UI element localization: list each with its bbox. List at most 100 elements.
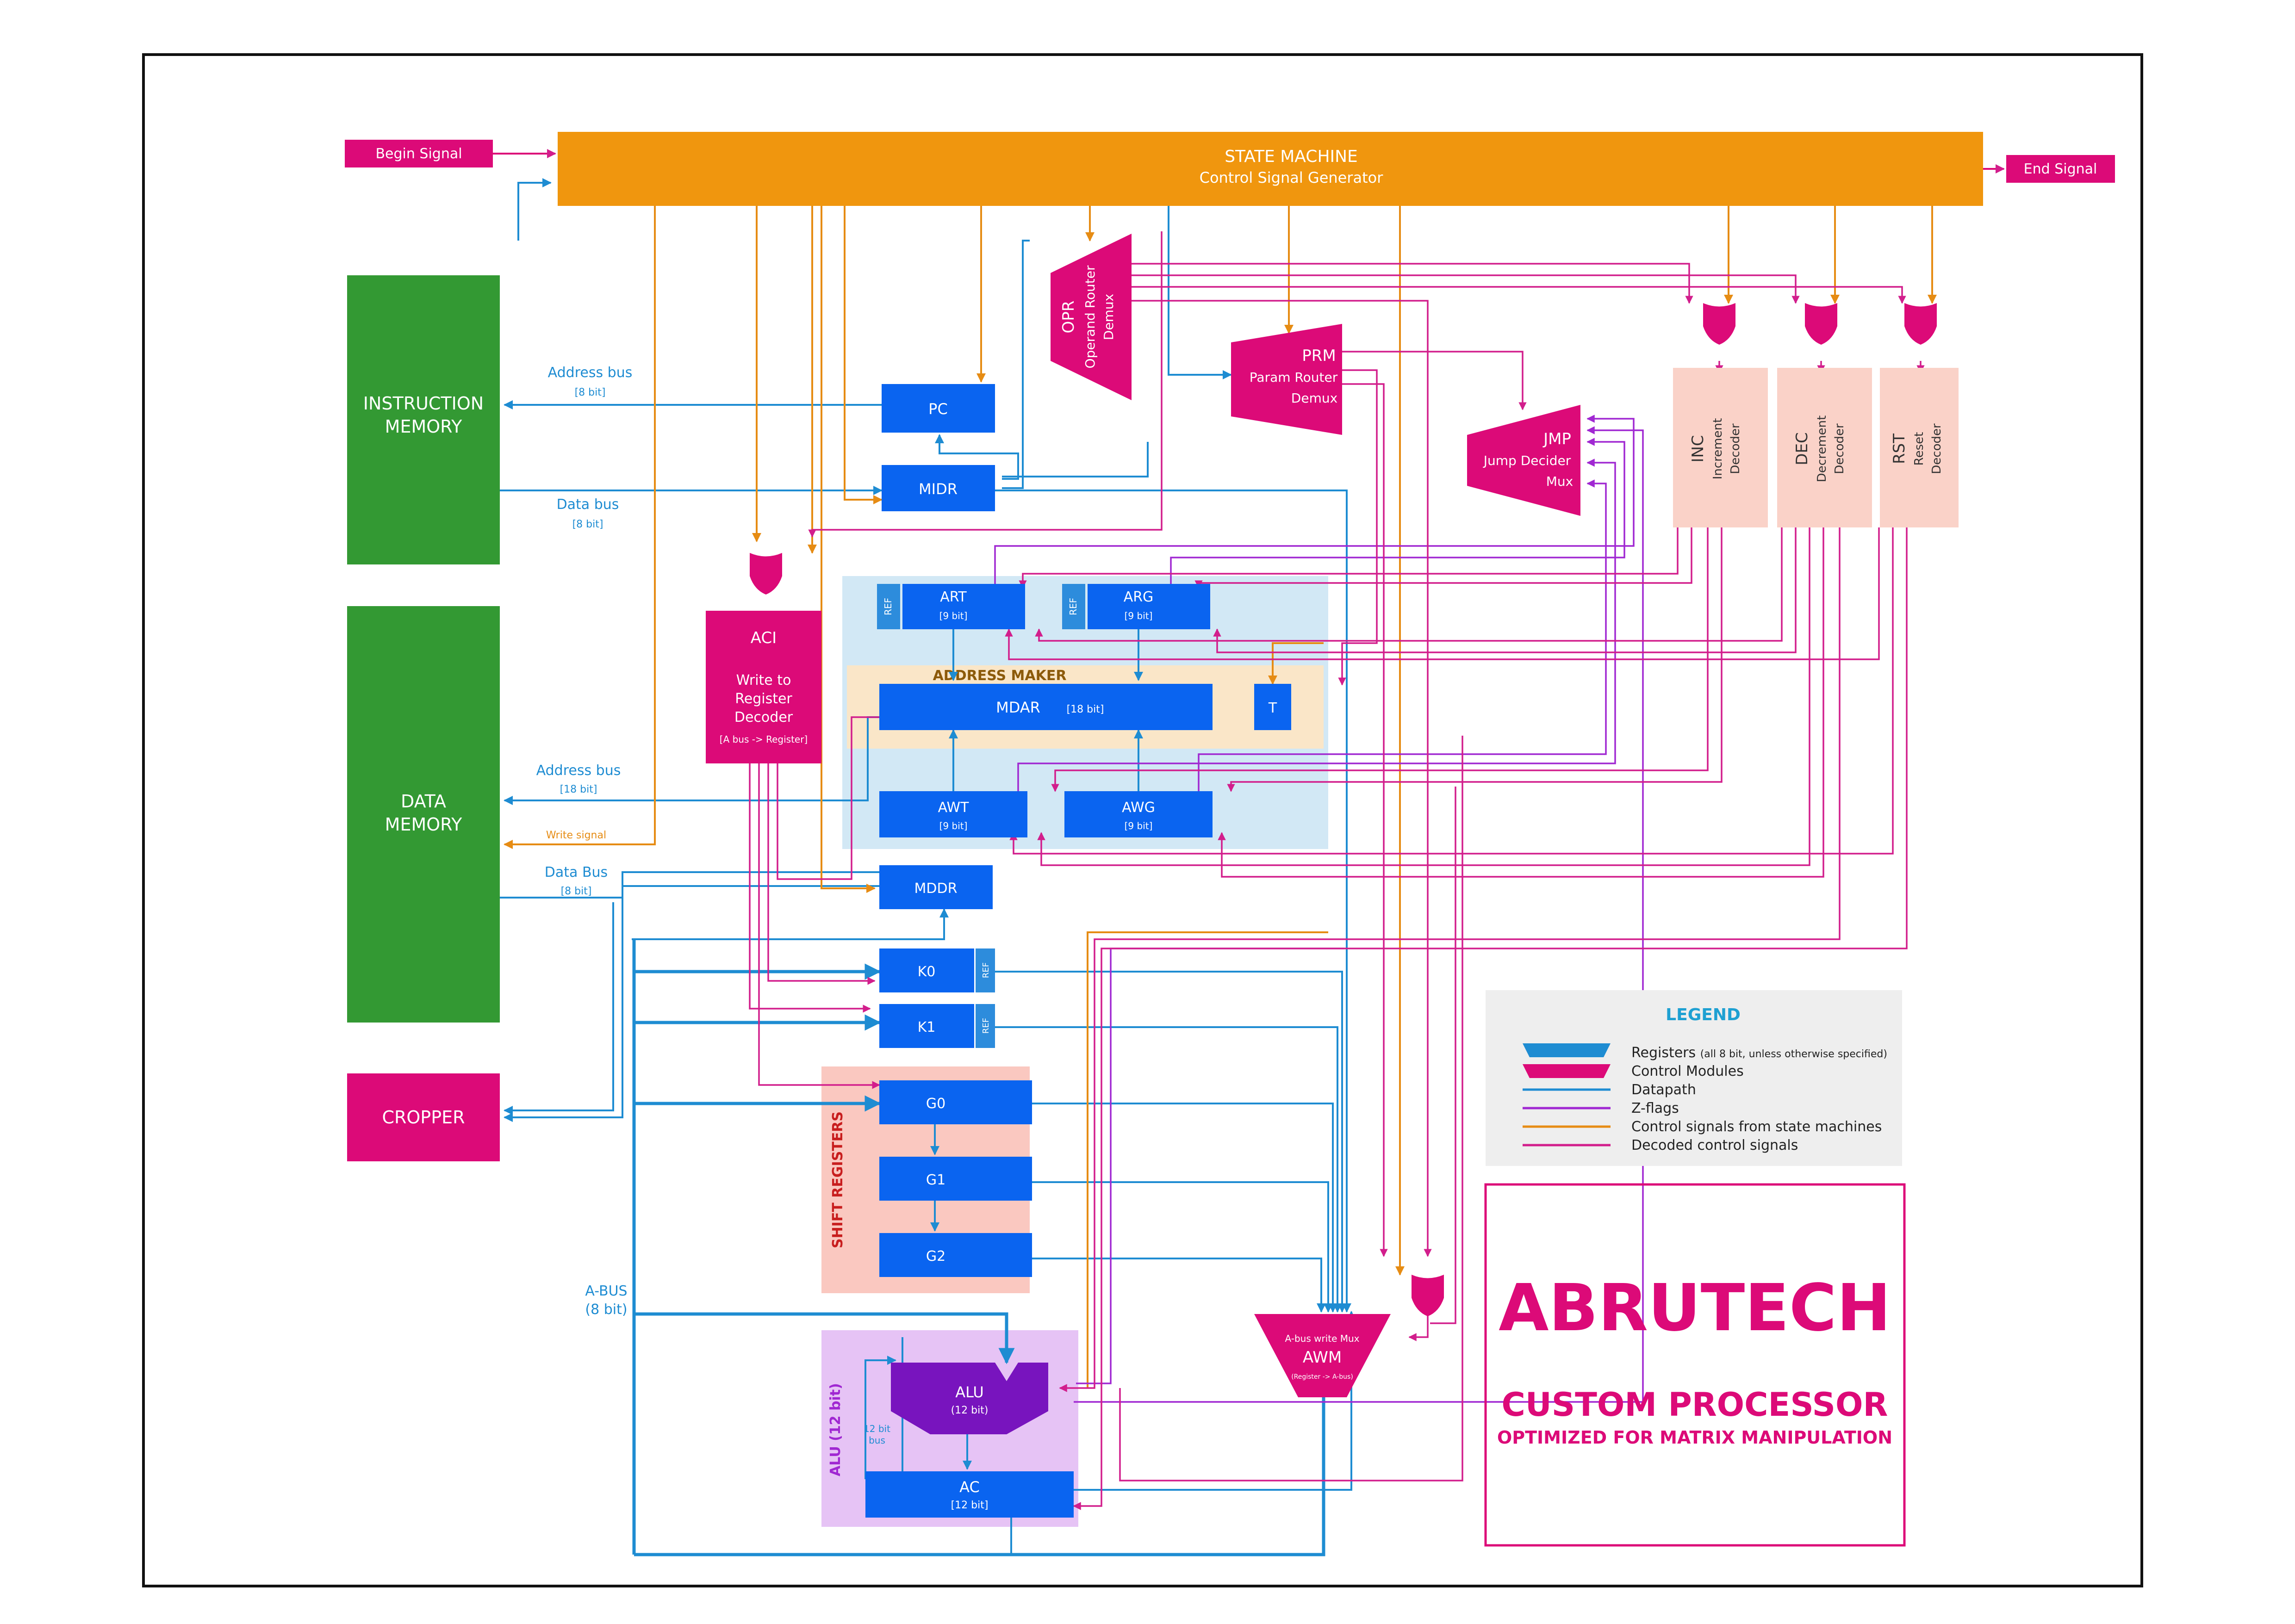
ac-register (865, 1471, 1074, 1518)
prm-title: PRM (1302, 347, 1336, 365)
legend-registers: Registers (all 8 bit, unless otherwise s… (1631, 1045, 1887, 1061)
decoded-signal-wire (1227, 527, 1723, 792)
zflag-wire (1017, 459, 1616, 791)
decoded-signal-wire (1342, 383, 1388, 1257)
dm-write-signal-label: Write signal (546, 830, 606, 841)
rst-decoder (1880, 368, 1959, 527)
aci-line2: Register (735, 691, 792, 707)
title-block (1484, 1183, 1906, 1547)
state-machine-block (558, 132, 1983, 206)
prm-line2: Demux (1291, 391, 1337, 406)
datapath-wire (1032, 1258, 1326, 1313)
control-signal-wires (504, 204, 1937, 1388)
legend-ctrl-signals: Control signals from state machines (1631, 1119, 1882, 1135)
alu-bus-line1: 12 bit (864, 1423, 890, 1434)
aci-or-gate (750, 553, 782, 595)
opr-line2: Demux (1101, 294, 1116, 340)
alu-name: ALU (955, 1383, 984, 1401)
t-label: T (1268, 700, 1277, 716)
datapath-wire (1032, 1181, 1333, 1313)
awm-module (1254, 1314, 1391, 1397)
awt-register (879, 791, 1027, 837)
control-signal-wire (504, 204, 656, 849)
data-memory-block (347, 606, 500, 1023)
arg-name: ARG (1124, 589, 1154, 605)
datapath-wire (632, 908, 949, 940)
control-signal-wire (844, 204, 883, 504)
pc-register (882, 384, 995, 433)
aci-title: ACI (751, 629, 777, 647)
instruction-memory-line2: MEMORY (385, 416, 462, 437)
diagram-frame (142, 53, 2143, 1587)
ac-name: AC (959, 1478, 980, 1496)
zflag-wires (994, 415, 1644, 1403)
opr-module (1051, 234, 1132, 400)
dec-decoder-line1: Decrement (1815, 415, 1829, 482)
control-signal-wire (821, 204, 876, 893)
dec-decoder-line2: Decoder (1833, 423, 1847, 474)
aci-line4: [A bus -> Register] (720, 734, 808, 745)
ac-width: [12 bit] (951, 1500, 989, 1511)
decoded-signal-wire (1009, 527, 1894, 855)
mddr-label: MDDR (914, 880, 958, 897)
decoded-signal-wire (1342, 351, 1527, 410)
mddr-register (879, 865, 993, 909)
g1-register (879, 1157, 1032, 1201)
instruction-memory-line1: INSTRUCTION (363, 393, 484, 414)
midr-register (882, 465, 995, 511)
im-data-bus-width: [8 bit] (572, 519, 603, 530)
decoded-signal-wire (758, 743, 880, 1089)
datapath-wire (995, 490, 1351, 1313)
aci-line3: Decoder (734, 709, 793, 725)
jmp-line1: Jump Decider (1483, 453, 1571, 468)
legend-register-swatch (1523, 1043, 1611, 1057)
legend-decoded: Decoded control signals (1631, 1137, 1798, 1153)
end-signal-label: End Signal (2024, 161, 2097, 177)
datapath-wire (634, 1393, 1325, 1556)
datapath-wire (504, 885, 879, 1122)
datapath-wire (1002, 240, 1030, 489)
a-bus-label: A-BUS (585, 1283, 627, 1299)
datapath-wire (634, 1312, 1015, 1364)
datapath-wire (1168, 204, 1232, 379)
alu-width: (12 bit) (951, 1405, 989, 1416)
zflag-wire (1198, 479, 1607, 791)
decoded-signal-wire (767, 743, 876, 985)
begin-signal-label: Begin Signal (375, 146, 462, 162)
instruction-memory-block (347, 275, 500, 564)
decoded-signal-wire (1338, 369, 1378, 686)
brand-title: ABRUTECH (1499, 1271, 1891, 1346)
dm-data-bus-width: [8 bit] (561, 886, 592, 897)
control-signal-wire (1087, 931, 1328, 1388)
awt-width: [9 bit] (939, 820, 968, 831)
g1-label: G1 (926, 1172, 945, 1188)
awg-name: AWG (1122, 800, 1155, 816)
inc-or-gate (1703, 303, 1735, 345)
state-machine-title: STATE MACHINE (1225, 147, 1358, 166)
shift-registers-label: SHIFT REGISTERS (830, 1111, 846, 1248)
datapath-wire (517, 178, 552, 241)
jmp-line2: Mux (1546, 474, 1573, 489)
k1-label: K1 (918, 1019, 936, 1035)
mdar-width: [18 bit] (1067, 704, 1104, 715)
title-line1: CUSTOM PROCESSOR (1502, 1386, 1888, 1424)
dm-address-bus-label: Address bus (536, 762, 621, 779)
g2-register (879, 1233, 1032, 1277)
jmp-title: JMP (1542, 430, 1571, 448)
state-machine-subtitle: Control Signal Generator (1200, 169, 1384, 186)
decoded-signal-wire (1051, 527, 1709, 792)
dec-decoder (1777, 368, 1872, 527)
jmp-module (1467, 405, 1580, 516)
k0-register (879, 948, 974, 992)
art-width: [9 bit] (939, 610, 968, 621)
g2-label: G2 (926, 1248, 945, 1264)
datapath-wire (995, 971, 1347, 1313)
aci-module (706, 611, 821, 763)
im-address-bus-width: [8 bit] (575, 387, 606, 398)
g0-label: G0 (926, 1096, 945, 1112)
arg-ref-label: REF (1068, 598, 1079, 615)
decoded-signal-wire (1037, 527, 1810, 866)
dec-or-gate (1805, 303, 1837, 345)
awg-register (1064, 791, 1213, 837)
t-register (1254, 684, 1291, 730)
